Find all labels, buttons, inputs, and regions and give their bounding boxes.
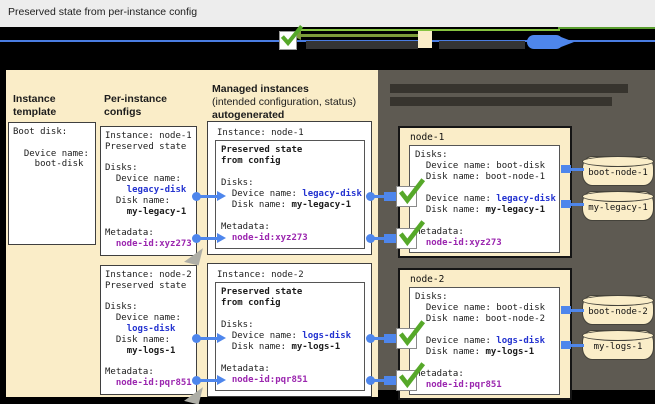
connector-line [566, 344, 584, 347]
arrow-right-icon [217, 233, 226, 243]
legend-label-redacted [306, 41, 418, 49]
folded-corner-icon [184, 383, 203, 404]
vm-instance-node-1-label: node-1 [410, 132, 445, 143]
legend-label-redacted [439, 41, 525, 49]
connector-stub [384, 376, 396, 385]
legend-green-line-right [558, 27, 655, 29]
vm-instance-node-2-details: Disks: Device name: boot-disk Disk name:… [409, 287, 560, 395]
instance-template-box: Boot disk: Device name: boot-disk [8, 122, 96, 245]
disk-cylinder-my-logs-1: my-logs-1 [582, 330, 654, 360]
connector-line [370, 237, 386, 240]
legend-olive-arrow-line [300, 34, 424, 37]
connector-line [566, 203, 584, 206]
managed-instance-node-1-title: Instance: node-1 [217, 128, 304, 138]
page-header: Preserved state from per-instance config [0, 0, 655, 27]
applied-checkmark-icon [396, 220, 426, 249]
page-title: Preserved state from per-instance config [8, 6, 198, 18]
legend-intended-config-swatch [418, 31, 432, 48]
vm-instances-header-redacted [390, 97, 612, 106]
connector-line [370, 337, 386, 340]
connector-line [370, 379, 386, 382]
legend-preserved-state-icon [527, 35, 563, 49]
instance-template-text: Boot disk: Device name: boot-disk [13, 127, 89, 170]
vm-instance-node-2-label: node-2 [410, 274, 445, 285]
disk-cylinder-my-legacy-1: my-legacy-1 [582, 191, 654, 221]
disk-cylinder-boot-node-1: boot-node-1 [582, 156, 654, 186]
vm-instance-node-1-details: Disks: Device name: boot-disk Disk name:… [409, 145, 560, 253]
legend-preserved-state-tail-icon [561, 37, 574, 47]
arrow-right-icon [217, 191, 226, 201]
connector-line [196, 379, 218, 382]
vm-instance-node-2-text: Disks: Device name: boot-disk Disk name:… [415, 292, 546, 390]
applied-checkmark-icon [396, 362, 426, 391]
vm-instance-node-1-text: Disks: Device name: boot-disk Disk name:… [415, 150, 556, 248]
connector-stub [384, 334, 396, 343]
connector-line [196, 195, 218, 198]
connector-line [566, 309, 584, 312]
connector-line [370, 195, 386, 198]
vm-instances-header-redacted [390, 84, 628, 93]
managed-instances-header: Managed instances (intended configuratio… [212, 83, 357, 121]
managed-instance-node-2-title: Instance: node-2 [217, 270, 304, 280]
per-instance-configs-header: Per-instance configs [104, 93, 168, 118]
arrow-right-icon [217, 333, 226, 343]
legend-checkmark-icon [279, 24, 304, 50]
applied-checkmark-icon [396, 178, 426, 207]
connector-stub [384, 192, 396, 201]
connector-line [196, 237, 218, 240]
vm-instance-node-2: node-2 Disks: Device name: boot-disk Dis… [398, 268, 572, 400]
connector-stub [384, 234, 396, 243]
legend-green-line [298, 29, 560, 31]
arrow-right-icon [217, 375, 226, 385]
applied-checkmark-icon [396, 320, 426, 349]
connector-line [196, 337, 218, 340]
instance-template-header: Instance template [13, 93, 57, 118]
disk-cylinder-boot-node-2: boot-node-2 [582, 295, 654, 325]
connector-line [566, 168, 584, 171]
